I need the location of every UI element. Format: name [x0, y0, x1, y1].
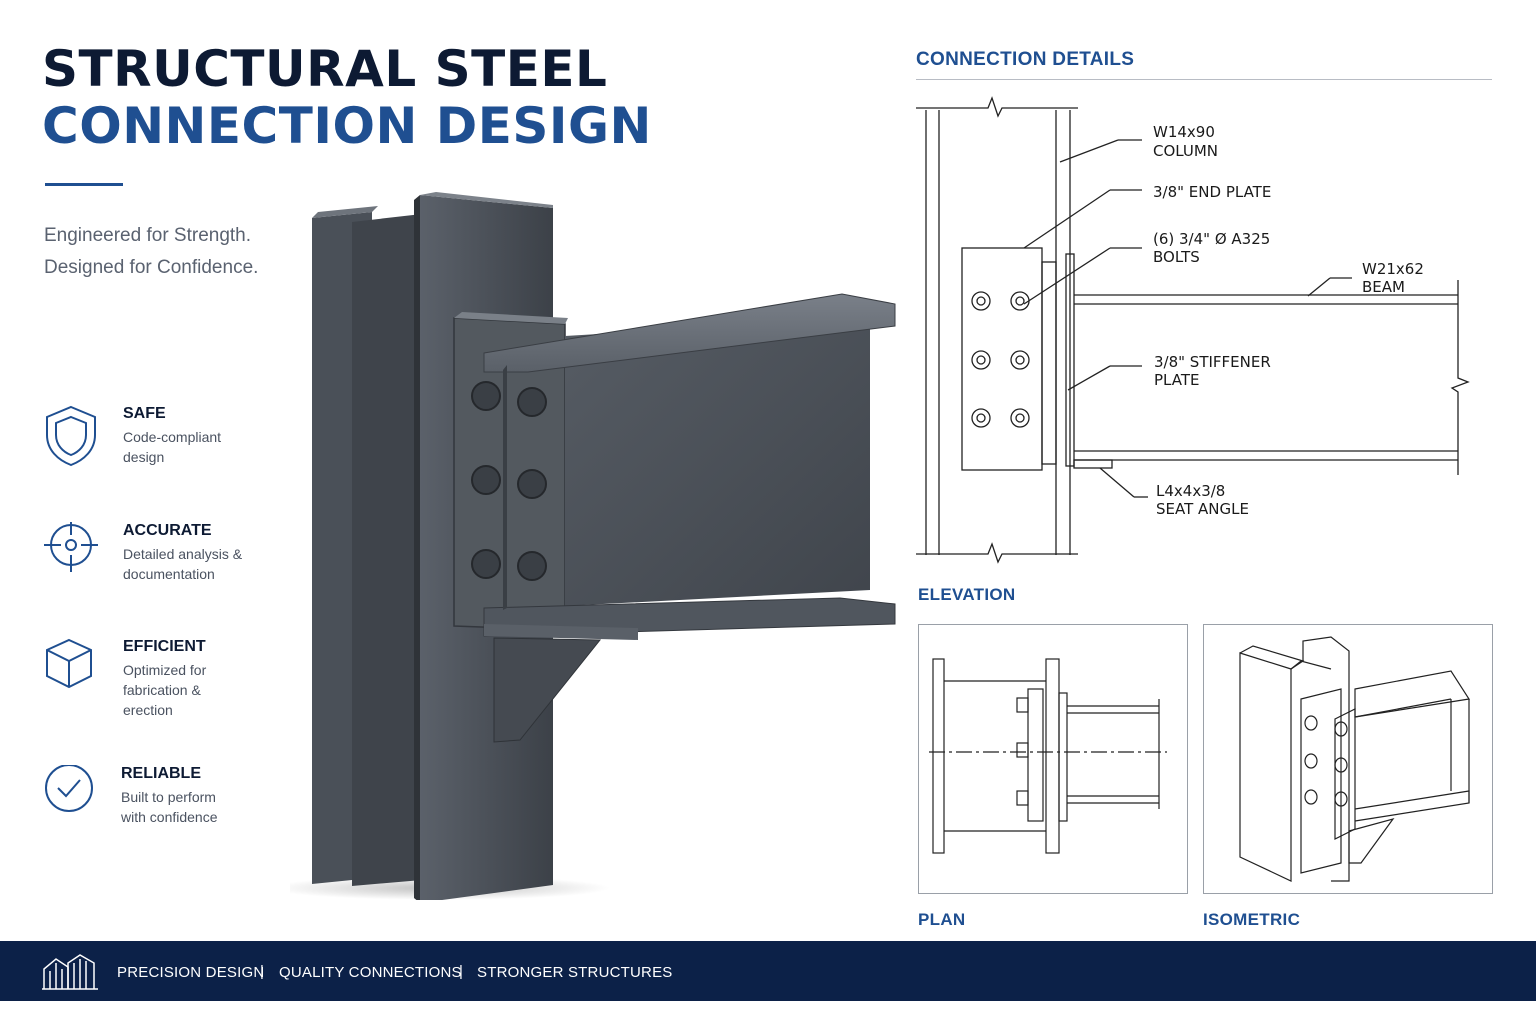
- elevation-drawing: [916, 96, 1470, 564]
- label-beam: BEAM: [1362, 278, 1405, 296]
- steel-connection-render: [290, 192, 896, 900]
- label-stiffener: 3/8" STIFFENER: [1154, 353, 1271, 371]
- feature-title: RELIABLE: [121, 765, 201, 782]
- label-seat-angle: SEAT ANGLE: [1156, 500, 1249, 518]
- tagline: Engineered for Strength. Designed for Co…: [44, 220, 258, 284]
- feature-title: EFFICIENT: [123, 638, 206, 655]
- feature-desc: Code-compliant design: [123, 429, 222, 465]
- label-column: COLUMN: [1153, 142, 1219, 160]
- footer-separator: |: [260, 963, 264, 980]
- tagline-line2: Designed for Confidence.: [44, 257, 259, 278]
- footer-separator: |: [459, 963, 463, 980]
- building-icon: [42, 954, 98, 990]
- plan-view-box: [918, 624, 1188, 894]
- footer-bar: PRECISION DESIGN | QUALITY CONNECTIONS |…: [0, 941, 1536, 1001]
- feature-desc: Built to perform with confidence: [121, 789, 218, 825]
- label-column-size: W14x90: [1153, 123, 1215, 141]
- feature-title: SAFE: [123, 405, 166, 422]
- feature-title: ACCURATE: [123, 522, 212, 539]
- plan-drawing: [929, 658, 1167, 854]
- cube-icon: [46, 638, 92, 689]
- tagline-line1: Engineered for Strength.: [44, 225, 252, 246]
- title-accent-divider: [45, 183, 123, 186]
- feature-desc: Detailed analysis & documentation: [123, 546, 243, 582]
- view-label-plan: PLAN: [918, 910, 966, 929]
- label-bolts: BOLTS: [1153, 248, 1200, 266]
- feature-desc: Optimized for fabrication & erection: [123, 662, 207, 718]
- label-stiffener-plate: PLATE: [1154, 371, 1200, 389]
- footer-item-quality: QUALITY CONNECTIONS: [279, 964, 462, 981]
- footer-item-stronger: STRONGER STRUCTURES: [477, 964, 673, 981]
- footer-item-precision: PRECISION DESIGN: [117, 964, 265, 981]
- label-end-plate: 3/8" END PLATE: [1153, 183, 1272, 201]
- label-beam-size: W21x62: [1362, 260, 1424, 278]
- section-divider: [916, 79, 1492, 80]
- page-title-line2: CONNECTION DESIGN: [42, 97, 652, 155]
- label-angle-size: L4x4x3/8: [1156, 482, 1226, 500]
- crosshair-icon: [44, 522, 98, 572]
- label-bolts-spec: (6) 3/4" Ø A325: [1153, 230, 1271, 248]
- isometric-drawing: [1239, 636, 1471, 882]
- view-label-isometric: ISOMETRIC: [1203, 910, 1301, 929]
- isometric-view-box: [1203, 624, 1493, 894]
- connection-details-heading: CONNECTION DETAILS: [916, 49, 1135, 70]
- view-label-elevation: ELEVATION: [918, 585, 1016, 604]
- page-title-line1: STRUCTURAL STEEL: [42, 40, 608, 98]
- shield-icon: [46, 405, 96, 467]
- check-circle-icon: [45, 765, 93, 812]
